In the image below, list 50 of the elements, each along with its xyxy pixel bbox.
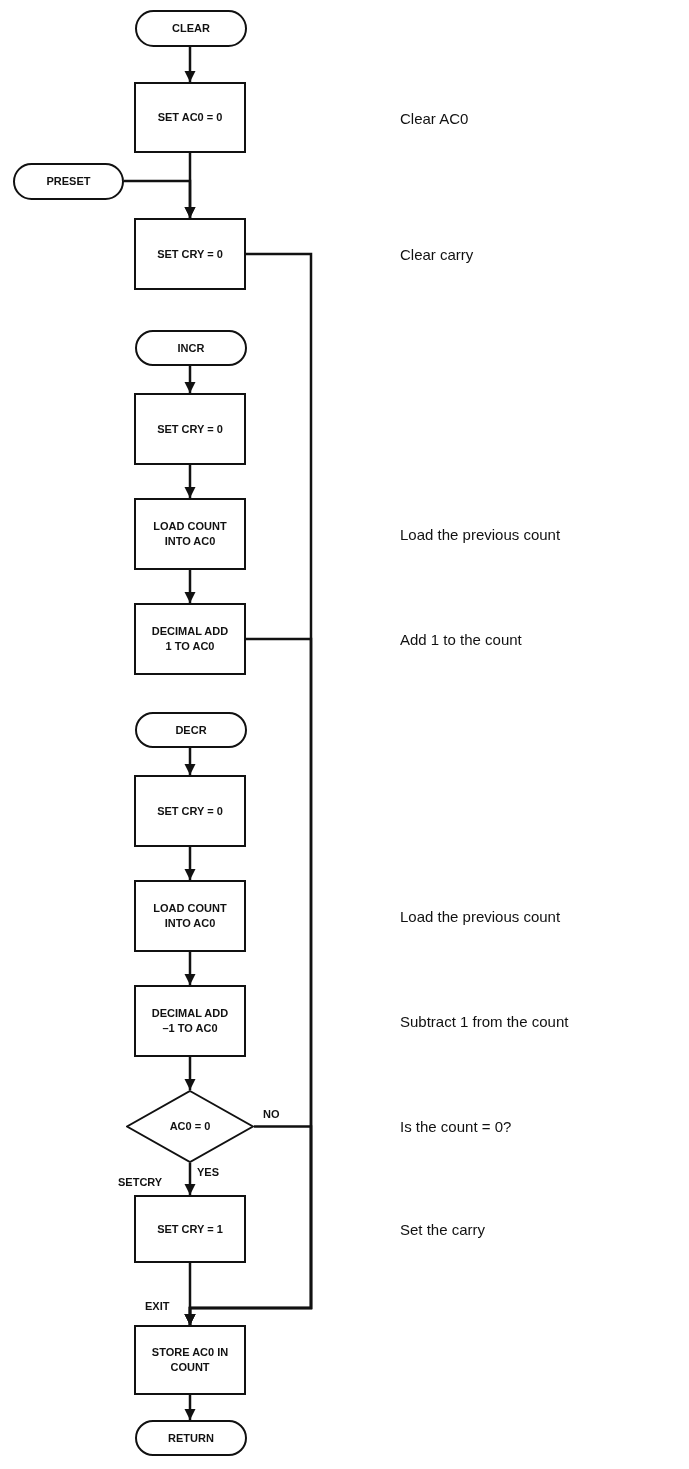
node-label: SET CRY = 0 <box>157 246 223 262</box>
arrow <box>184 952 196 985</box>
process-box <box>134 985 246 1057</box>
process-box <box>134 82 246 153</box>
node-label: INCR <box>177 340 205 356</box>
comment-text: Load the previous count <box>400 907 561 925</box>
node-label: CLEAR <box>172 21 210 36</box>
arrow <box>124 179 196 218</box>
node-label: DECR <box>175 722 207 738</box>
node-label: SET CRY = 0 <box>157 803 223 819</box>
arrow <box>184 465 196 498</box>
process-box <box>134 1325 246 1395</box>
arrow <box>184 847 196 880</box>
process-box <box>134 498 246 570</box>
node-label: DECIMAL ADD –1 TO AC0 <box>150 1006 230 1036</box>
node-label: SET AC0 = 0 <box>157 110 223 125</box>
process-box <box>134 775 246 847</box>
node-label: PRESET <box>46 174 91 189</box>
node-label: SET CRY = 0 <box>157 421 223 437</box>
node-label: AC0 = 0 <box>169 1119 211 1134</box>
process-box <box>134 393 246 465</box>
arrow <box>184 1163 196 1195</box>
edge-label: YES <box>196 1166 220 1178</box>
process-box <box>134 603 246 675</box>
comment-text: Set the carry <box>400 1220 486 1238</box>
arrow <box>184 1263 196 1325</box>
node-label: LOAD COUNT INTO AC0 <box>152 519 228 549</box>
arrow <box>184 570 196 603</box>
arrow <box>184 1057 196 1090</box>
comment-text: Clear AC0 <box>400 109 469 127</box>
node-label: RETURN <box>168 1430 214 1446</box>
entry-label: EXIT <box>145 1300 170 1312</box>
comment-text: Subtract 1 from the count <box>400 1012 569 1030</box>
process-box <box>134 1195 246 1263</box>
arrow <box>184 748 196 775</box>
node-label: STORE AC0 IN COUNT <box>150 1345 230 1375</box>
process-box <box>134 218 246 290</box>
comment-text: Clear carry <box>400 245 474 263</box>
arrow <box>184 47 196 82</box>
edge-label: NO <box>262 1108 281 1120</box>
arrow <box>184 1395 196 1420</box>
node-label: LOAD COUNT INTO AC0 <box>152 901 228 931</box>
node-label: DECIMAL ADD 1 TO AC0 <box>150 624 230 654</box>
arrow <box>184 366 196 393</box>
comment-text: Add 1 to the count <box>400 630 522 648</box>
comment-text: Load the previous count <box>400 525 561 543</box>
node-label: SET CRY = 1 <box>157 1221 223 1237</box>
process-box <box>134 880 246 952</box>
comment-text: Is the count = 0? <box>400 1117 512 1135</box>
entry-label: SETCRY <box>118 1176 163 1188</box>
